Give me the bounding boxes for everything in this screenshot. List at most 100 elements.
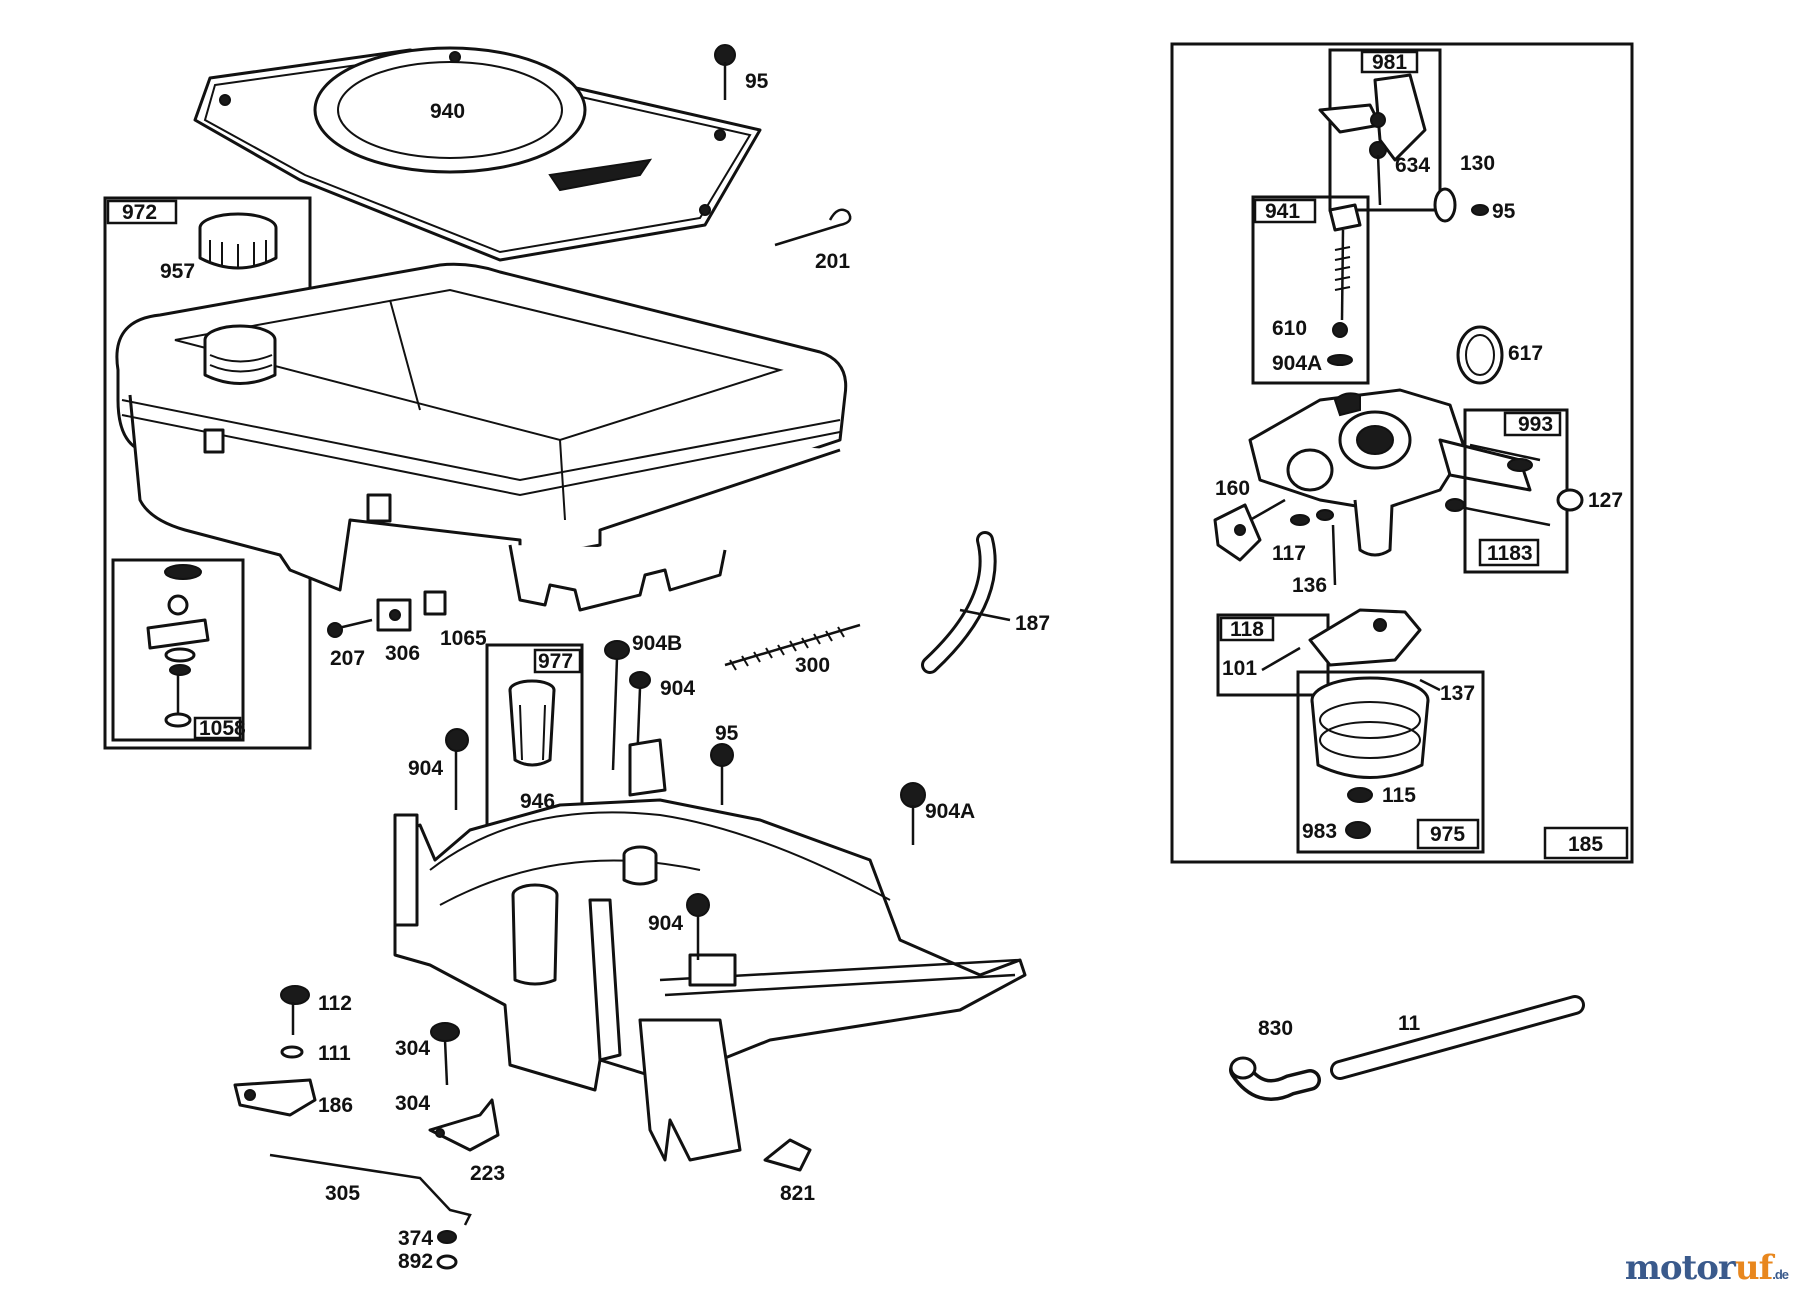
label-187-hose: 187 <box>1015 612 1050 635</box>
label-946: 946 <box>520 790 555 813</box>
fuel-tank <box>115 262 848 612</box>
screw-icon <box>604 640 651 791</box>
label-904-c: 904 <box>648 912 683 935</box>
label-223: 223 <box>470 1162 505 1185</box>
label-207: 207 <box>330 647 365 670</box>
screw-icon <box>327 618 373 638</box>
label-117: 117 <box>1272 542 1306 565</box>
gasket-icon <box>1433 187 1457 223</box>
label-186: 186 <box>318 1094 353 1117</box>
box-941 <box>1251 195 1370 385</box>
box-981 <box>1328 48 1442 212</box>
screw-icon <box>280 985 310 1035</box>
clip-821 <box>763 1138 812 1172</box>
bushing-946 <box>508 679 556 767</box>
label-136: 136 <box>1292 574 1327 597</box>
label-617: 617 <box>1508 342 1543 365</box>
hose-830 <box>1229 1056 1321 1101</box>
clip-374 <box>437 1230 457 1244</box>
label-306: 306 <box>385 642 420 665</box>
gasket-icon <box>1347 787 1373 803</box>
needle-valve <box>1327 203 1362 366</box>
float-bowl <box>1308 608 1430 779</box>
screw-icon <box>1290 509 1337 586</box>
label-904A-carb: 904A <box>1272 352 1322 375</box>
throttle-shaft <box>1445 443 1551 527</box>
label-160: 160 <box>1215 477 1250 500</box>
screw-icon <box>686 893 710 960</box>
label-975: 975 <box>1430 823 1465 846</box>
label-300: 300 <box>795 654 830 677</box>
screw-icon <box>710 743 734 805</box>
base-bracket <box>393 738 1027 1162</box>
label-983: 983 <box>1302 820 1337 843</box>
plate-160 <box>1213 503 1262 562</box>
screw-icon <box>900 782 926 845</box>
label-11: 11 <box>1398 1012 1421 1035</box>
label-95-carb: 95 <box>1492 200 1516 223</box>
box-975 <box>1296 670 1485 854</box>
label-993: 993 <box>1518 413 1553 436</box>
bracket-186 <box>233 1078 317 1117</box>
label-1058: 1058 <box>199 717 246 740</box>
label-904A-base: 904A <box>925 800 975 823</box>
label-977: 977 <box>538 650 573 673</box>
choke-lever <box>1318 73 1427 162</box>
label-610: 610 <box>1272 317 1307 340</box>
label-940: 940 <box>430 100 465 123</box>
clip-306 <box>376 598 412 632</box>
washer-111 <box>280 1045 304 1059</box>
box-185 <box>1170 42 1634 864</box>
fuel-cap-icon <box>198 212 278 270</box>
label-304-a: 304 <box>395 1037 430 1060</box>
label-1065: 1065 <box>440 627 487 650</box>
link-305 <box>269 1153 472 1226</box>
label-95-b: 95 <box>715 722 739 745</box>
fuel-valve <box>146 564 210 728</box>
label-972: 972 <box>122 201 157 224</box>
label-111: 111 <box>318 1042 351 1065</box>
label-127: 127 <box>1588 489 1623 512</box>
label-634: 634 <box>1395 154 1430 177</box>
tube-11 <box>1330 995 1585 1080</box>
label-904B: 904B <box>632 632 682 655</box>
plate-1065 <box>423 590 447 616</box>
screw-icon <box>1369 141 1387 206</box>
label-1183: 1183 <box>1487 542 1533 565</box>
spring-icon <box>724 623 861 671</box>
label-374: 374 <box>398 1227 433 1250</box>
label-115: 115 <box>1382 784 1416 807</box>
label-118: 118 <box>1230 618 1264 641</box>
screw-icon <box>445 728 469 810</box>
gasket-icon <box>1556 488 1584 512</box>
label-305: 305 <box>325 1182 360 1205</box>
screw-icon <box>430 1022 460 1086</box>
label-185: 185 <box>1568 833 1603 856</box>
label-904-b: 904 <box>408 757 443 780</box>
carburetor-body <box>1248 388 1532 557</box>
label-821: 821 <box>780 1182 815 1205</box>
label-304-b: 304 <box>395 1092 430 1115</box>
label-904-a: 904 <box>660 677 695 700</box>
label-112: 112 <box>318 992 352 1015</box>
label-101: 101 <box>1222 657 1257 680</box>
label-981: 981 <box>1372 51 1407 74</box>
ring-892 <box>436 1254 458 1270</box>
label-95-top: 95 <box>745 70 769 93</box>
label-830: 830 <box>1258 1017 1293 1040</box>
box-1058 <box>111 558 245 742</box>
spring-icon <box>774 208 852 247</box>
label-892: 892 <box>398 1250 433 1273</box>
label-941: 941 <box>1265 200 1300 223</box>
hose-icon <box>921 531 1011 674</box>
label-130: 130 <box>1460 152 1495 175</box>
screw-icon <box>1345 821 1371 839</box>
screw-icon <box>1471 204 1489 216</box>
gasket-plate-940 <box>193 46 762 262</box>
screw-icon <box>714 44 736 100</box>
label-201: 201 <box>815 250 850 273</box>
label-137: 137 <box>1440 682 1475 705</box>
watermark: motoruf.de <box>1624 1248 1789 1288</box>
label-957: 957 <box>160 260 195 283</box>
